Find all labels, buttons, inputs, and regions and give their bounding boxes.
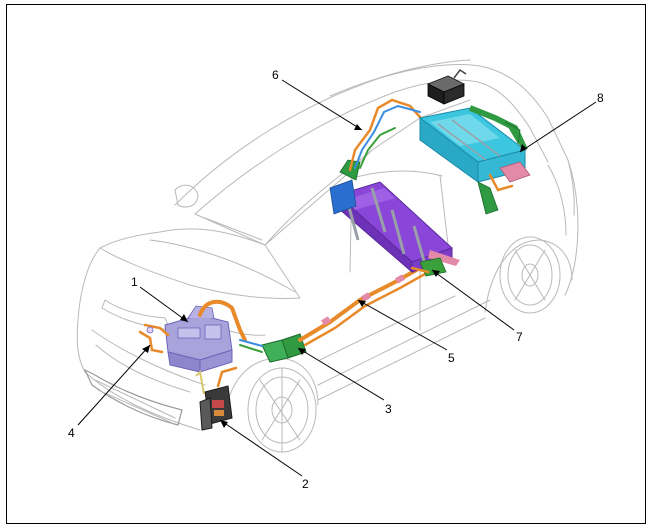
hv-floor-cable	[298, 266, 427, 347]
callout-8: 8	[597, 91, 604, 105]
drive-motor-unit	[195, 366, 238, 431]
rear-battery-pack	[418, 105, 531, 215]
leader-line-5	[357, 299, 448, 351]
rear-harness	[348, 98, 432, 172]
pcu-harness	[198, 299, 247, 342]
leader-line-6	[281, 79, 363, 131]
callout-1: 1	[131, 275, 138, 289]
callout-3: 3	[385, 402, 392, 416]
diagram-frame	[6, 4, 646, 524]
junction-block	[239, 333, 307, 363]
power-control-unit	[164, 305, 233, 373]
leader-lines	[77, 79, 597, 477]
car-body-outline	[76, 59, 579, 453]
main-battery-pack	[329, 159, 460, 274]
leader-line-3	[297, 347, 385, 401]
leader-line-7	[431, 269, 515, 331]
leader-line-2	[219, 419, 303, 477]
front-harness	[138, 323, 170, 354]
callout-5: 5	[448, 351, 455, 365]
callout-labels: 1 2 3 4 5 6 7 8	[68, 68, 604, 491]
leader-line-4	[77, 344, 151, 426]
leader-arrowheads	[142, 124, 527, 428]
callout-6: 6	[272, 68, 279, 82]
leader-line-1	[139, 286, 189, 323]
charger-box	[427, 68, 467, 105]
callout-7: 7	[516, 330, 523, 344]
leader-line-8	[519, 101, 597, 153]
callout-2: 2	[302, 477, 309, 491]
callout-4: 4	[68, 426, 75, 440]
